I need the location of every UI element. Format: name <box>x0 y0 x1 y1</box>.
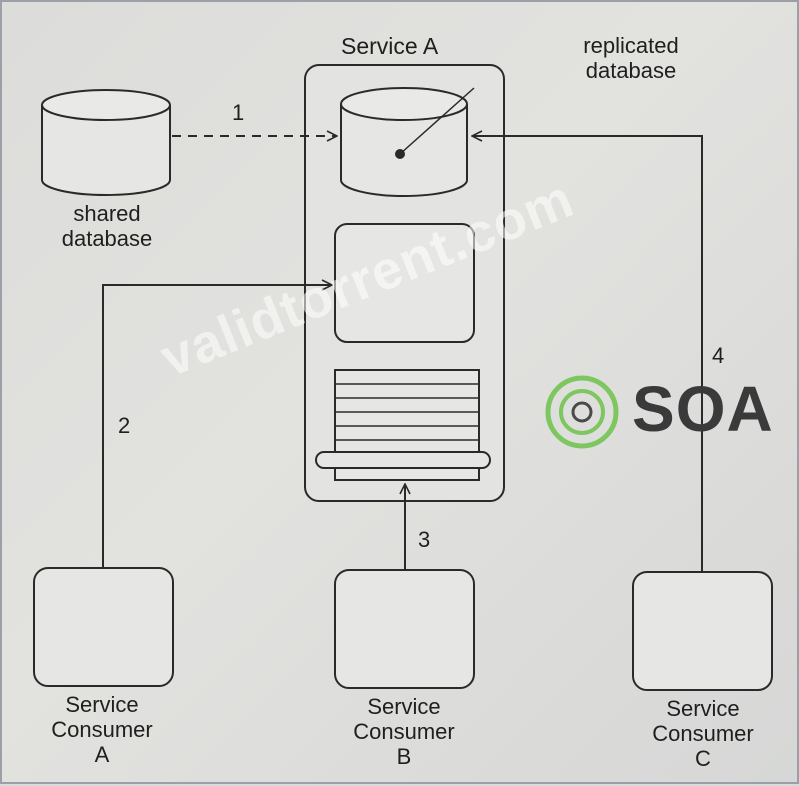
soa-watermark: SOA <box>542 373 799 450</box>
consumer-b-line1: Service <box>367 694 441 719</box>
consumer-a-label: Service Consumer A <box>22 692 182 767</box>
consumer-c-line2: Consumer <box>652 721 754 746</box>
consumer-a-box <box>33 567 174 687</box>
arrow-2 <box>102 285 331 568</box>
soa-brand-text: SOA <box>632 373 774 445</box>
arrow-1-number: 1 <box>232 100 245 125</box>
consumer-a-line1: Service <box>65 692 139 717</box>
service-a-title: Service A <box>341 33 439 59</box>
arrow-4 <box>473 136 703 572</box>
consumer-b-box <box>334 569 475 689</box>
arrow-3-number: 3 <box>418 527 431 552</box>
consumer-c-box <box>632 571 773 691</box>
shared-database-icon <box>41 89 171 196</box>
consumer-b-label: Service Consumer B <box>324 694 484 769</box>
shared-database-label-line2: database <box>61 226 153 251</box>
arrow-2-number: 2 <box>118 413 131 438</box>
consumer-a-line3: A <box>94 742 110 767</box>
soa-logo-icon <box>545 375 619 449</box>
replicated-database-label-line2: database <box>585 58 677 83</box>
shared-database-label-line1: shared <box>73 201 141 226</box>
consumer-a-line2: Consumer <box>51 717 153 742</box>
consumer-c-line1: Service <box>666 696 740 721</box>
service-contract-icon <box>315 369 491 481</box>
replicated-database-label: replicated database <box>558 33 704 83</box>
replicated-database-icon <box>340 87 475 197</box>
replicated-database-label-line1: replicated <box>583 33 679 58</box>
arrow-4-number: 4 <box>712 343 725 368</box>
consumer-c-label: Service Consumer C <box>623 696 783 771</box>
shared-database-label: shared database <box>32 201 182 251</box>
consumer-b-line2: Consumer <box>353 719 455 744</box>
consumer-b-line3: B <box>396 744 412 769</box>
service-logic-box <box>334 223 475 343</box>
consumer-c-line3: C <box>695 746 711 771</box>
